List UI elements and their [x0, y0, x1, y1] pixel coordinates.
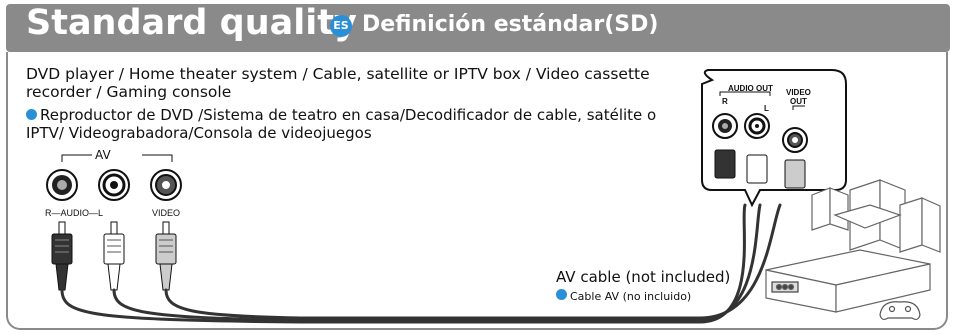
tv-audio-out-label: AUDIO OUT: [728, 84, 773, 93]
header-banner: [6, 4, 950, 52]
tv-r-label: R: [722, 97, 728, 106]
gaming-controller-icon: [879, 301, 921, 321]
tv-audio-r-jack: [712, 113, 738, 139]
av-group-label: AV: [95, 148, 111, 162]
dvd-player-icon: [765, 249, 931, 313]
cable-note-english: AV cable (not included): [556, 268, 731, 286]
tv-video-label-2: OUT: [790, 97, 807, 106]
tv-audio-l-jack: [744, 113, 770, 139]
plug-audio-r: [51, 221, 73, 291]
diagram-frame: [6, 52, 948, 330]
device-list-english: DVD player / Home theater system / Cable…: [26, 65, 650, 101]
device-list-spanish: Reproductor de DVD /Sistema de teatro en…: [26, 106, 666, 142]
device-list-spanish-text: Reproductor de DVD /Sistema de teatro en…: [26, 106, 657, 142]
spanish-language-badge: ES: [330, 15, 352, 37]
tv-plugs: [714, 149, 806, 189]
cable-bullet-icon: [556, 289, 567, 300]
av-bracket: [61, 154, 173, 162]
av-cable: [60, 203, 782, 324]
tv-video-jack: [782, 127, 808, 153]
tv-l-label: L: [764, 104, 769, 113]
home-theater-speakers-icon: [811, 179, 941, 253]
tv-jack-callout: [701, 69, 847, 208]
cable-note-spanish-text: Cable AV (no incluido): [570, 290, 692, 303]
plug-video: [155, 221, 177, 291]
spanish-title: Definición estándar(SD): [362, 12, 659, 37]
source-audio-l-jack: [98, 169, 130, 201]
spanish-bullet-icon: [26, 109, 37, 120]
source-audio-r-jack: [46, 169, 78, 201]
page-title: Standard quality: [26, 3, 357, 43]
audio-jack-label: R—AUDIO—L: [45, 208, 104, 218]
plug-audio-l: [103, 221, 125, 291]
source-video-jack: [150, 169, 182, 201]
tv-video-label-1: VIDEO: [786, 88, 811, 97]
video-jack-label: VIDEO: [152, 208, 181, 218]
cable-note-spanish: Cable AV (no incluido): [556, 289, 691, 303]
